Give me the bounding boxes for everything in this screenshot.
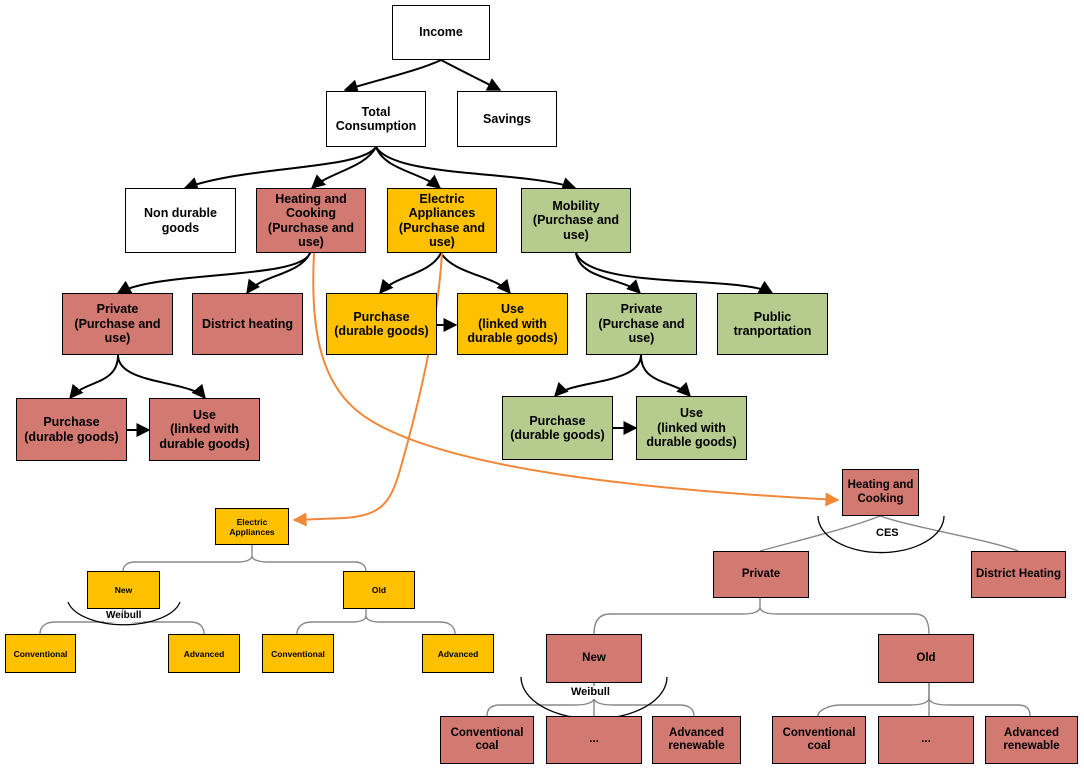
edge-consumption-heating [310,146,377,189]
ea-detail-new-node: New [87,571,160,609]
hc-ces-arc [817,515,945,554]
hc-detail-old-node: Old [878,634,974,683]
edge-electric-purchase [379,252,442,295]
hc-edge-new-left [486,683,595,717]
hc-edge-private-split [593,598,761,635]
district-heating-node: District heating [192,293,303,355]
ea-purchase-node: Purchase (durable goods) [326,293,437,355]
non-durable-goods-node: Non durable goods [125,188,236,253]
hc-detail-new-node: New [546,634,642,683]
ea-detail-root-node: Electric Appliances [215,508,289,545]
mob-purchase-node: Purchase (durable goods) [502,396,613,460]
edge-income-savings [440,59,502,91]
public-transport-node: Public tranportation [717,293,828,355]
heating-cooking-node: Heating and Cooking (Purchase and use) [256,188,366,253]
hc-old-ellipsis-node: ... [878,716,974,764]
edge-hcprivate-purchase [69,354,119,400]
hc-edge-old-right [928,697,1031,717]
electric-appliances-node: Electric Appliances (Purchase and use) [387,188,497,253]
ea-weibull-arc [67,601,181,626]
mob-private-node: Private (Purchase and use) [586,293,697,355]
edge-mobprivate-purchase [554,354,642,398]
ea-detail-old-node: Old [343,571,415,609]
edge-mobility-private [575,252,641,294]
ea-use-node: Use (linked with durable goods) [457,293,568,355]
edge-consumption-electric [375,146,442,189]
hc-new-advanced-renewable-node: Advanced renewable [652,716,741,764]
edge-heating-district [246,252,311,295]
ea-weibull-label: Weibull [104,610,144,622]
edge-consumption-mobility [375,146,577,191]
hc-old-advanced-renewable-node: Advanced renewable [985,716,1078,764]
hc-use-node: Use (linked with durable goods) [149,398,260,461]
edge-income-consumption [343,59,442,94]
hc-detail-root-node: Heating and Cooking [842,469,919,516]
hc-old-conventional-coal-node: Conventional coal [772,716,866,764]
edge-heating-private [116,252,311,294]
ea-new-conventional-node: Conventional [5,634,76,673]
edge-consumption-nondurable [183,146,377,191]
income-node: Income [392,5,490,60]
edge-electric-use [440,252,511,295]
hc-edge-old-left [817,683,930,717]
mob-use-node: Use (linked with durable goods) [636,396,747,460]
hc-weibull-label: Weibull [569,686,612,699]
hc-edge-private-old [759,606,930,635]
total-consumption-node: Total Consumption [326,91,426,147]
hc-edge-new-right [593,697,695,717]
hc-new-conventional-coal-node: Conventional coal [440,716,534,764]
ea-edge-old-left [296,609,367,635]
ea-edge-old-right [365,615,456,635]
ea-old-advanced-node: Advanced [422,634,494,673]
hc-private-node: Private (Purchase and use) [62,293,173,355]
hc-detail-private-node: Private [713,551,809,598]
ea-new-advanced-node: Advanced [168,634,240,673]
edge-hcprivate-use [117,354,206,400]
hc-edge-root-private [759,515,881,552]
ea-edge-root-split [122,545,253,572]
savings-node: Savings [457,91,557,147]
orange-link-heating [312,252,840,507]
hc-purchase-node: Purchase (durable goods) [16,398,127,461]
edge-mobprivate-use [640,354,691,398]
edge-mobility-public [575,252,774,294]
ea-old-conventional-node: Conventional [262,634,334,673]
hc-ces-label: CES [874,527,901,540]
hc-new-ellipsis-node: ... [546,716,642,764]
mobility-node: Mobility (Purchase and use) [521,188,631,253]
hc-detail-district-heating-node: District Heating [971,551,1066,598]
hc-edge-root-district [879,515,1019,552]
ea-edge-root-old [251,555,367,572]
